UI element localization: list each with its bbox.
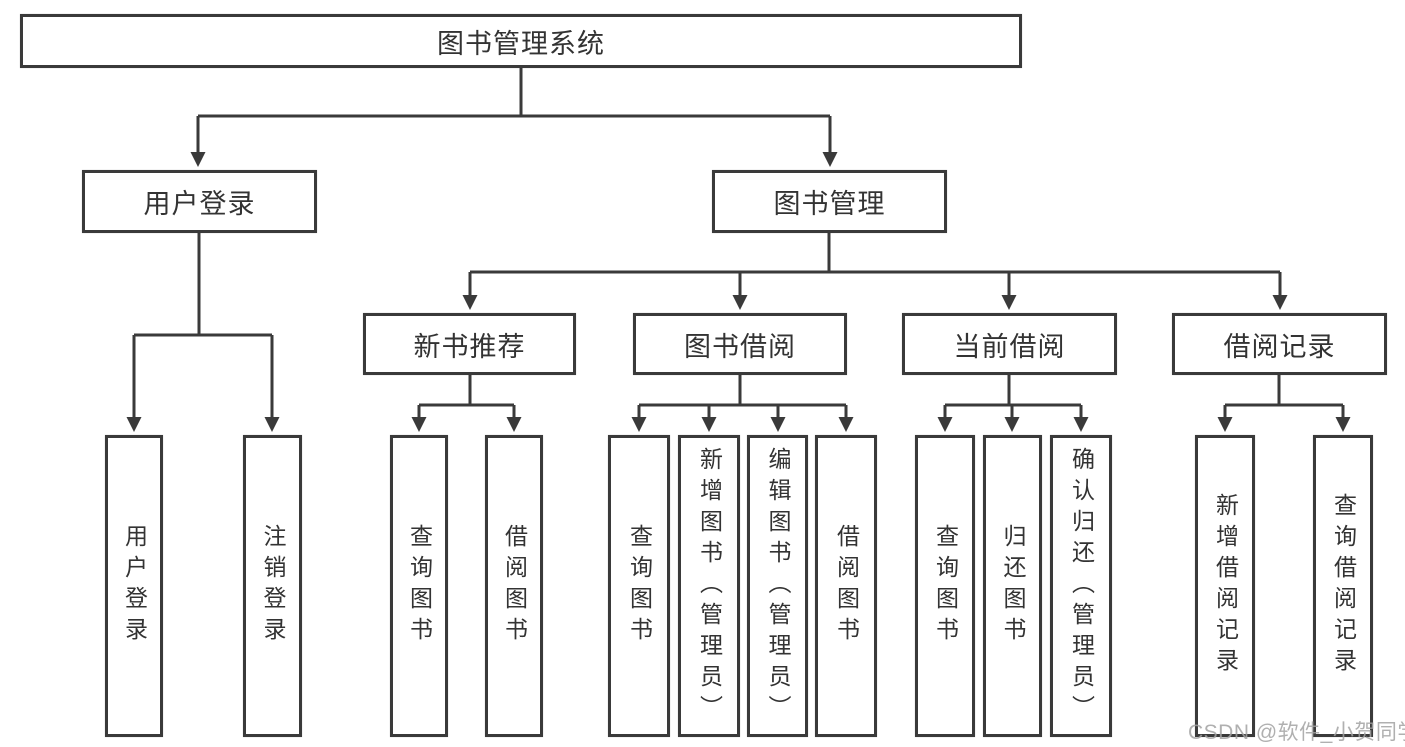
node-user-login: 用户登录: [82, 170, 317, 233]
leaf-edit-book-admin: 编辑图书（管理员）: [747, 435, 808, 737]
leaf-logout: 注销登录: [243, 435, 302, 737]
leaf-add-borrow-record: 新增借阅记录: [1195, 435, 1255, 737]
leaf-query-books-borrow: 查询图书: [608, 435, 670, 737]
leaf-confirm-return-admin: 确认归还（管理员）: [1050, 435, 1112, 737]
node-new-book-recommend: 新书推荐: [363, 313, 576, 375]
node-book-borrow: 图书借阅: [633, 313, 847, 375]
node-borrow-records: 借阅记录: [1172, 313, 1387, 375]
leaf-query-books-recommend: 查询图书: [390, 435, 448, 737]
leaf-borrow-books-recommend: 借阅图书: [485, 435, 543, 737]
leaf-add-book-admin: 新增图书（管理员）: [678, 435, 740, 737]
node-root: 图书管理系统: [20, 14, 1022, 68]
leaf-query-books-current: 查询图书: [915, 435, 975, 737]
leaf-return-book: 归还图书: [983, 435, 1042, 737]
leaf-user-login: 用户登录: [105, 435, 163, 737]
leaf-borrow-books-borrow: 借阅图书: [815, 435, 877, 737]
node-book-management: 图书管理: [712, 170, 947, 233]
watermark: CSDN @软件_小贺同学: [1188, 721, 1405, 744]
node-current-borrow: 当前借阅: [902, 313, 1117, 375]
leaf-query-borrow-record: 查询借阅记录: [1313, 435, 1373, 737]
